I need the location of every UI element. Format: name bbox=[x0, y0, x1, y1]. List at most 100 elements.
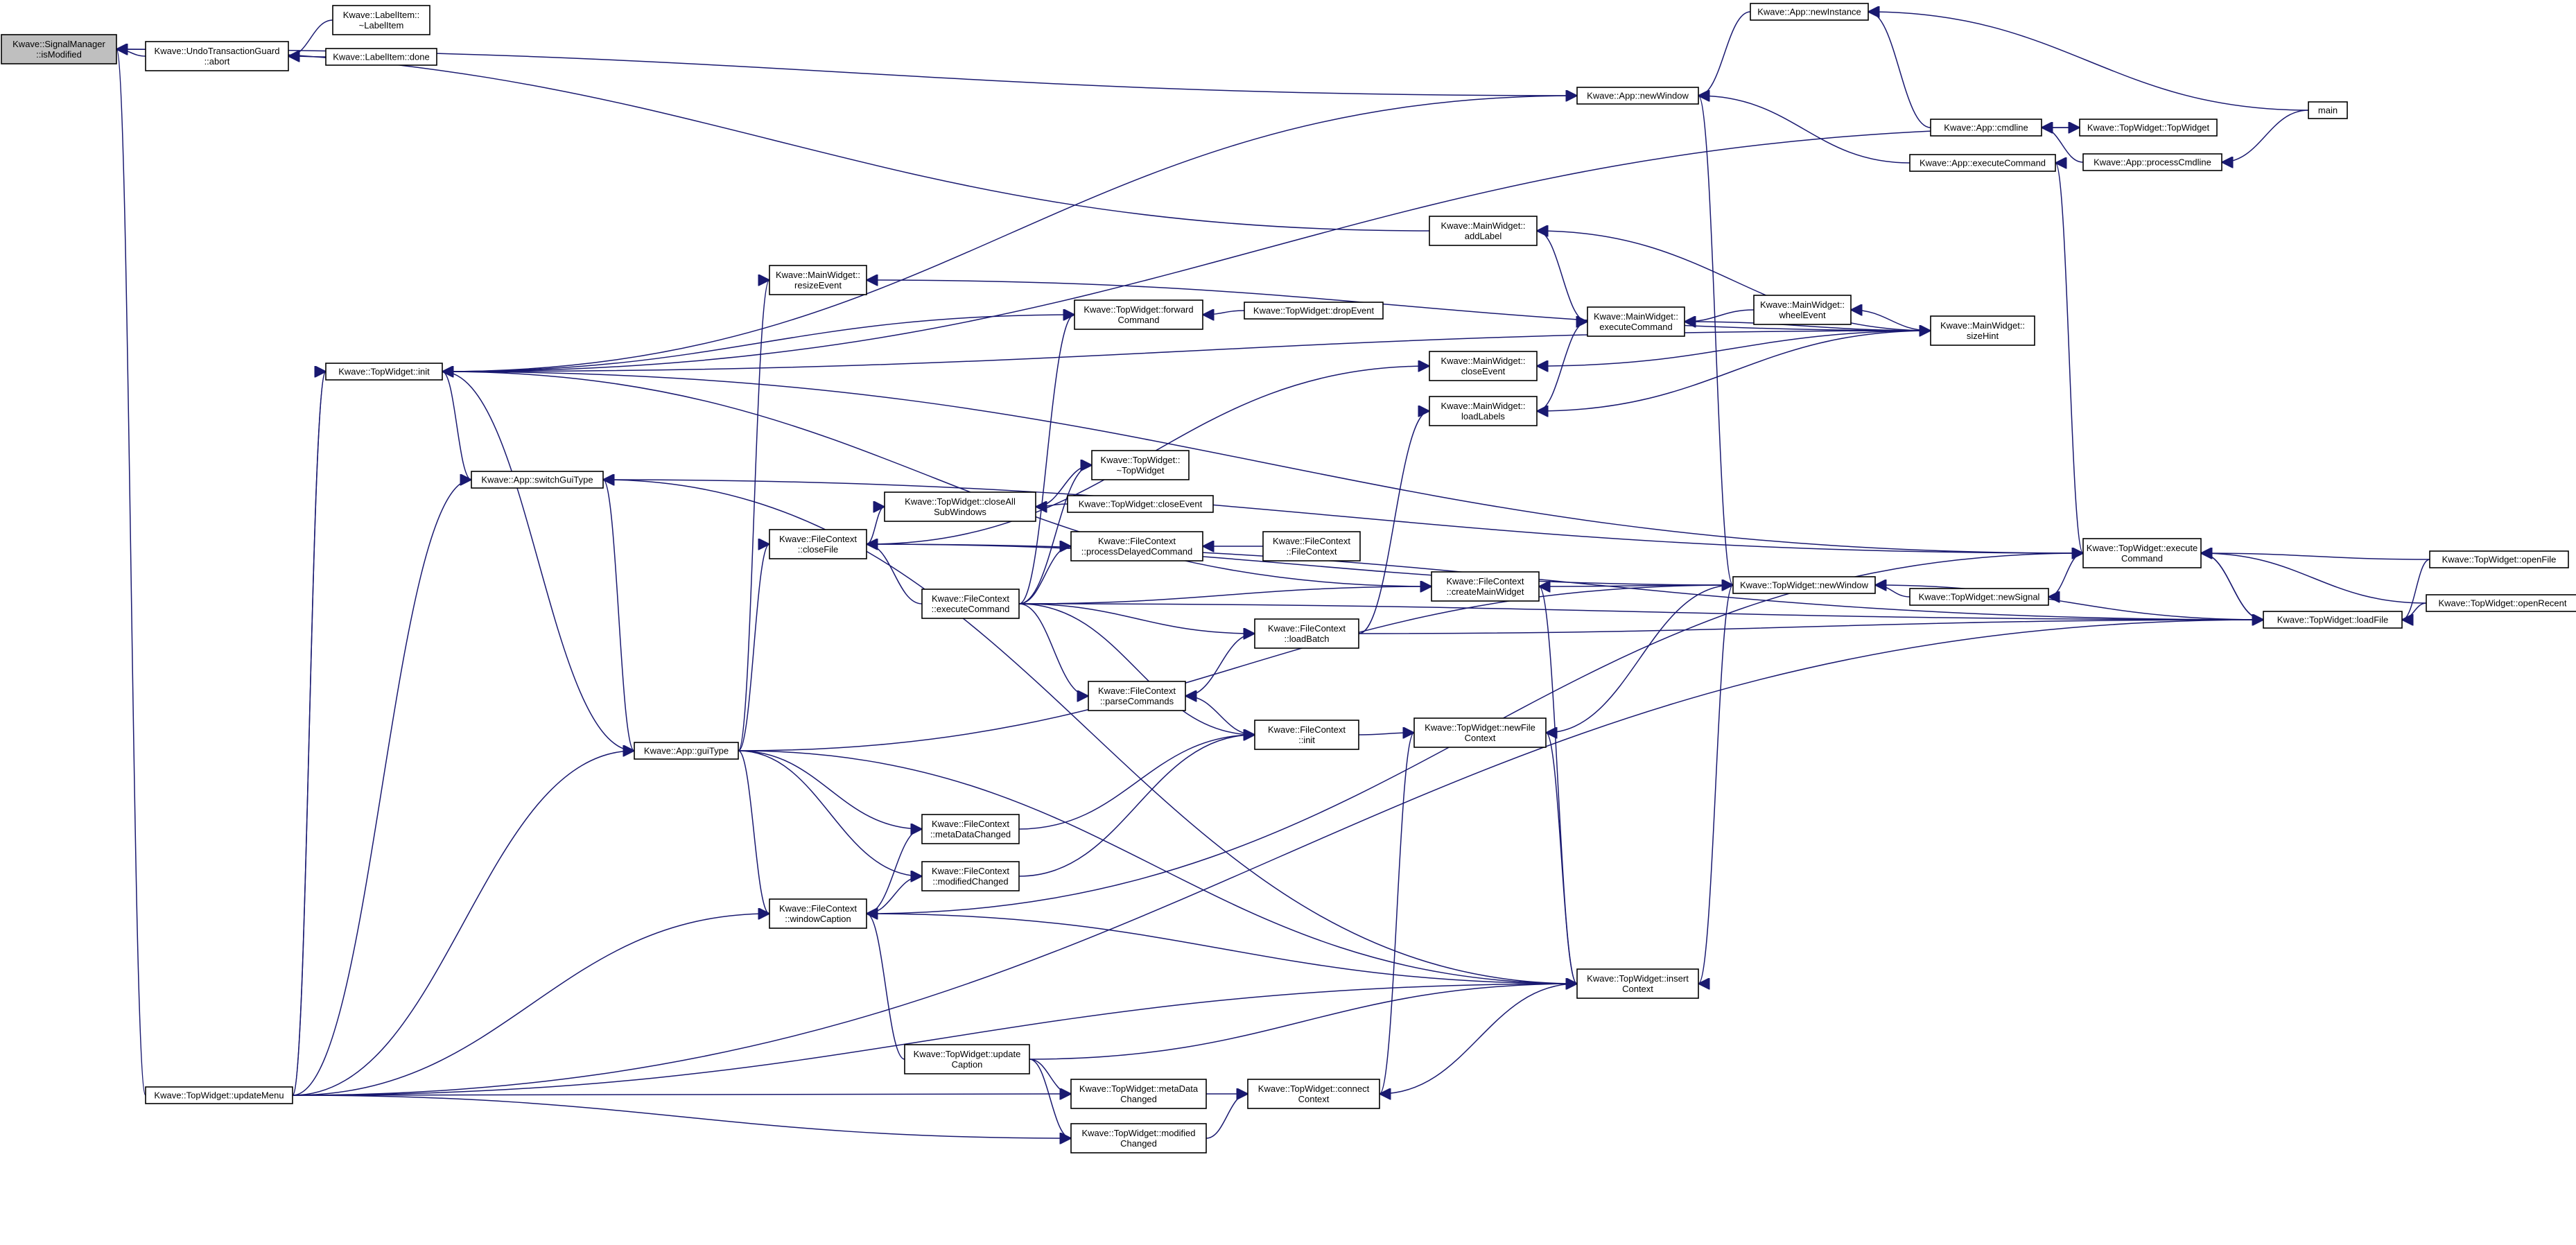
node-label: ::init bbox=[1298, 735, 1315, 745]
function-node-label-item-dtor[interactable]: Kwave::LabelItem::~LabelItem bbox=[332, 5, 430, 35]
function-node-tw-new-signal[interactable]: Kwave::TopWidget::newSignal bbox=[1909, 588, 2049, 606]
function-node-app-switch-gui-type[interactable]: Kwave::App::switchGuiType bbox=[471, 471, 604, 489]
call-edge bbox=[292, 620, 2263, 1096]
function-node-app-process-cmdline[interactable]: Kwave::App::processCmdline bbox=[2082, 153, 2222, 171]
function-node-mw-wheel-event[interactable]: Kwave::MainWidget::wheelEvent bbox=[1753, 295, 1852, 325]
function-node-mw-load-labels[interactable]: Kwave::MainWidget::loadLabels bbox=[1429, 396, 1538, 426]
call-edge bbox=[1018, 586, 1431, 604]
function-node-mw-resize-event[interactable]: Kwave::MainWidget::resizeEvent bbox=[769, 265, 867, 295]
function-node-fc-meta-data-changed[interactable]: Kwave::FileContext::metaDataChanged bbox=[921, 814, 1020, 844]
node-label: Kwave::App::newWindow bbox=[1587, 91, 1689, 101]
function-node-tw-modified-changed[interactable]: Kwave::TopWidget::modifiedChanged bbox=[1070, 1123, 1207, 1153]
function-node-tw-top-widget[interactable]: Kwave::TopWidget::TopWidget bbox=[2079, 119, 2218, 137]
node-label: Kwave::TopWidget::openRecent bbox=[2439, 598, 2567, 609]
function-node-app-cmdline[interactable]: Kwave::App::cmdline bbox=[1930, 119, 2042, 137]
node-box bbox=[634, 742, 739, 760]
call-edge bbox=[1018, 603, 1255, 735]
node-box bbox=[1909, 154, 2056, 172]
function-node-fc-execute-command[interactable]: Kwave::FileContext::executeCommand bbox=[921, 589, 1020, 619]
function-node-fc-window-caption[interactable]: Kwave::FileContext::windowCaption bbox=[769, 898, 867, 929]
node-box bbox=[2426, 594, 2576, 612]
call-edge bbox=[2222, 110, 2309, 162]
function-node-fc-load-batch[interactable]: Kwave::FileContext::loadBatch bbox=[1254, 618, 1359, 649]
node-label: Kwave::TopWidget::newWindow bbox=[1740, 580, 1869, 591]
function-node-main[interactable]: main bbox=[2308, 101, 2348, 119]
node-label: Kwave::FileContext bbox=[1268, 724, 1346, 735]
node-label: Kwave::TopWidget::insert bbox=[1587, 973, 1689, 984]
function-node-tw-meta-data-changed[interactable]: Kwave::TopWidget::metaDataChanged bbox=[1070, 1079, 1207, 1109]
node-box bbox=[1753, 295, 1852, 325]
call-edge bbox=[292, 480, 471, 1096]
call-edge bbox=[1029, 1059, 1072, 1138]
node-label: main bbox=[2318, 105, 2338, 116]
function-node-tw-new-window[interactable]: Kwave::TopWidget::newWindow bbox=[1732, 576, 1876, 594]
node-label: Kwave::UndoTransactionGuard bbox=[155, 46, 280, 56]
function-node-app-execute-command[interactable]: Kwave::App::executeCommand bbox=[1909, 154, 2056, 172]
function-node-tw-open-recent[interactable]: Kwave::TopWidget::openRecent bbox=[2426, 594, 2576, 612]
call-edge bbox=[2201, 553, 2264, 620]
function-node-fc-init[interactable]: Kwave::FileContext::init bbox=[1254, 720, 1359, 750]
function-node-fc-close-file[interactable]: Kwave::FileContext::closeFile bbox=[769, 529, 867, 559]
node-label: Kwave::TopWidget::loadFile bbox=[2277, 615, 2388, 625]
function-node-label-item-done[interactable]: Kwave::LabelItem::done bbox=[325, 48, 437, 66]
function-node-tw-top-widget-dtor[interactable]: Kwave::TopWidget::~TopWidget bbox=[1091, 450, 1190, 480]
node-box bbox=[1070, 1123, 1207, 1153]
function-node-utg-abort[interactable]: Kwave::UndoTransactionGuard::abort bbox=[145, 41, 289, 71]
call-edge bbox=[442, 371, 2083, 553]
function-node-app-gui-type[interactable]: Kwave::App::guiType bbox=[634, 742, 739, 760]
node-box bbox=[1429, 216, 1538, 246]
function-node-mw-size-hint[interactable]: Kwave::MainWidget::sizeHint bbox=[1930, 315, 2035, 346]
node-label: Kwave::FileContext bbox=[1098, 686, 1176, 696]
call-edge bbox=[1868, 12, 1931, 128]
node-box bbox=[1262, 531, 1361, 561]
node-label: sizeHint bbox=[1967, 331, 1999, 341]
function-node-mw-close-event[interactable]: Kwave::MainWidget::closeEvent bbox=[1429, 351, 1538, 381]
edge-layer bbox=[116, 12, 2430, 1138]
call-edge bbox=[1018, 603, 2263, 620]
function-node-mw-add-label[interactable]: Kwave::MainWidget::addLabel bbox=[1429, 216, 1538, 246]
node-label: wheelEvent bbox=[1778, 310, 1826, 320]
node-box bbox=[884, 491, 1036, 522]
node-box bbox=[1254, 720, 1359, 750]
function-node-app-new-instance[interactable]: Kwave::App::newInstance bbox=[1750, 3, 1869, 21]
node-label: Kwave::MainWidget:: bbox=[776, 270, 860, 280]
function-node-tw-open-file[interactable]: Kwave::TopWidget::openFile bbox=[2429, 550, 2569, 568]
function-node-fc-parse-commands[interactable]: Kwave::FileContext::parseCommands bbox=[1088, 681, 1186, 711]
function-node-is-modified[interactable]: Kwave::SignalManager::isModified bbox=[1, 34, 117, 64]
function-node-fc-modified-changed[interactable]: Kwave::FileContext::modifiedChanged bbox=[921, 861, 1020, 891]
node-label: ::modifiedChanged bbox=[932, 876, 1008, 887]
function-node-fc-create-main-widget[interactable]: Kwave::FileContext::createMainWidget bbox=[1431, 571, 1540, 602]
function-node-fc-process-delayed-command[interactable]: Kwave::FileContext::processDelayedComman… bbox=[1070, 531, 1203, 561]
call-edge bbox=[1018, 735, 1255, 830]
function-node-tw-drop-event[interactable]: Kwave::TopWidget::dropEvent bbox=[1244, 302, 1384, 320]
node-label: ::closeFile bbox=[798, 544, 839, 555]
call-edge bbox=[1358, 620, 2263, 634]
node-label: Kwave::TopWidget:: bbox=[1101, 455, 1181, 465]
function-node-tw-execute-command[interactable]: Kwave::TopWidget::executeCommand bbox=[2082, 538, 2202, 568]
call-edge bbox=[866, 913, 1577, 984]
call-edge bbox=[1018, 465, 1092, 604]
function-node-tw-update-menu[interactable]: Kwave::TopWidget::updateMenu bbox=[145, 1086, 293, 1104]
function-node-fc-file-context[interactable]: Kwave::FileContext::FileContext bbox=[1262, 531, 1361, 561]
function-node-tw-init[interactable]: Kwave::TopWidget::init bbox=[325, 363, 443, 381]
call-edge bbox=[603, 480, 1578, 984]
call-edge bbox=[442, 96, 1577, 372]
node-label: ::abort bbox=[204, 56, 230, 67]
function-node-app-new-window[interactable]: Kwave::App::newWindow bbox=[1576, 87, 1699, 105]
node-label: closeEvent bbox=[1461, 366, 1506, 376]
node-label: Kwave::TopWidget::closeAll bbox=[905, 496, 1016, 507]
function-node-mw-execute-command[interactable]: Kwave::MainWidget::executeCommand bbox=[1587, 306, 1685, 337]
function-node-tw-load-file[interactable]: Kwave::TopWidget::loadFile bbox=[2263, 611, 2403, 629]
call-edge bbox=[1537, 231, 1931, 331]
function-node-tw-close-event[interactable]: Kwave::TopWidget::closeEvent bbox=[1067, 495, 1214, 513]
call-edge bbox=[292, 751, 634, 1096]
call-edge bbox=[442, 128, 2080, 372]
call-edge bbox=[738, 585, 1733, 751]
node-box bbox=[1413, 717, 1547, 748]
